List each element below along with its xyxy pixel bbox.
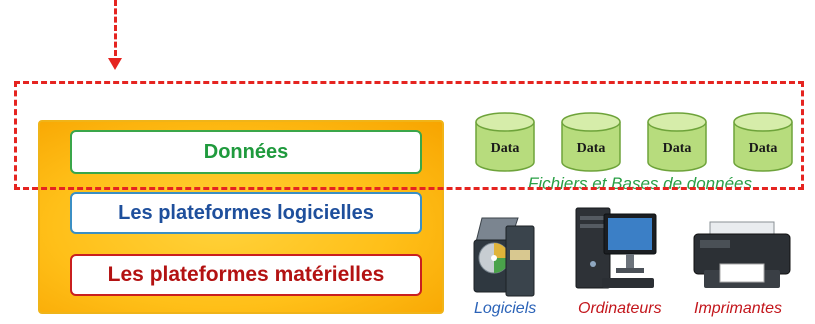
software-box-icon — [473, 217, 535, 297]
software-layer-label: Les plateformes logicielles — [118, 201, 374, 224]
data-store-2: Data — [560, 110, 622, 172]
software-caption: Logiciels — [474, 300, 537, 317]
data-layer-box: Données — [70, 130, 422, 174]
data-store-4: Data — [732, 110, 794, 172]
pointer-arrow-head — [108, 58, 122, 70]
data-store-3: Data — [646, 110, 708, 172]
desktop-computer-icon — [575, 207, 657, 289]
software-layer-box: Les plateformes logicielles — [70, 192, 422, 234]
database-icon — [647, 112, 707, 172]
database-icon — [733, 112, 793, 172]
database-icon — [561, 112, 621, 172]
printer-icon — [693, 221, 791, 288]
data-store-1: Data — [474, 110, 536, 172]
data-store-label: Data — [490, 141, 520, 156]
data-store-label: Data — [748, 141, 778, 156]
data-store-label: Data — [576, 141, 606, 156]
pointer-arrow-line — [114, 0, 117, 56]
hardware-layer-box: Les plateformes matérielles — [70, 254, 422, 296]
platform-stack-panel: Données Les plateformes logicielles Les … — [38, 120, 444, 314]
database-icon — [475, 112, 535, 172]
data-layer-label: Données — [203, 140, 289, 163]
printers-caption: Imprimantes — [694, 300, 783, 317]
data-store-label: Data — [662, 141, 692, 156]
data-layer-highlight — [14, 81, 804, 190]
computers-caption: Ordinateurs — [578, 300, 662, 317]
hardware-layer-label: Les plateformes matérielles — [107, 263, 385, 286]
